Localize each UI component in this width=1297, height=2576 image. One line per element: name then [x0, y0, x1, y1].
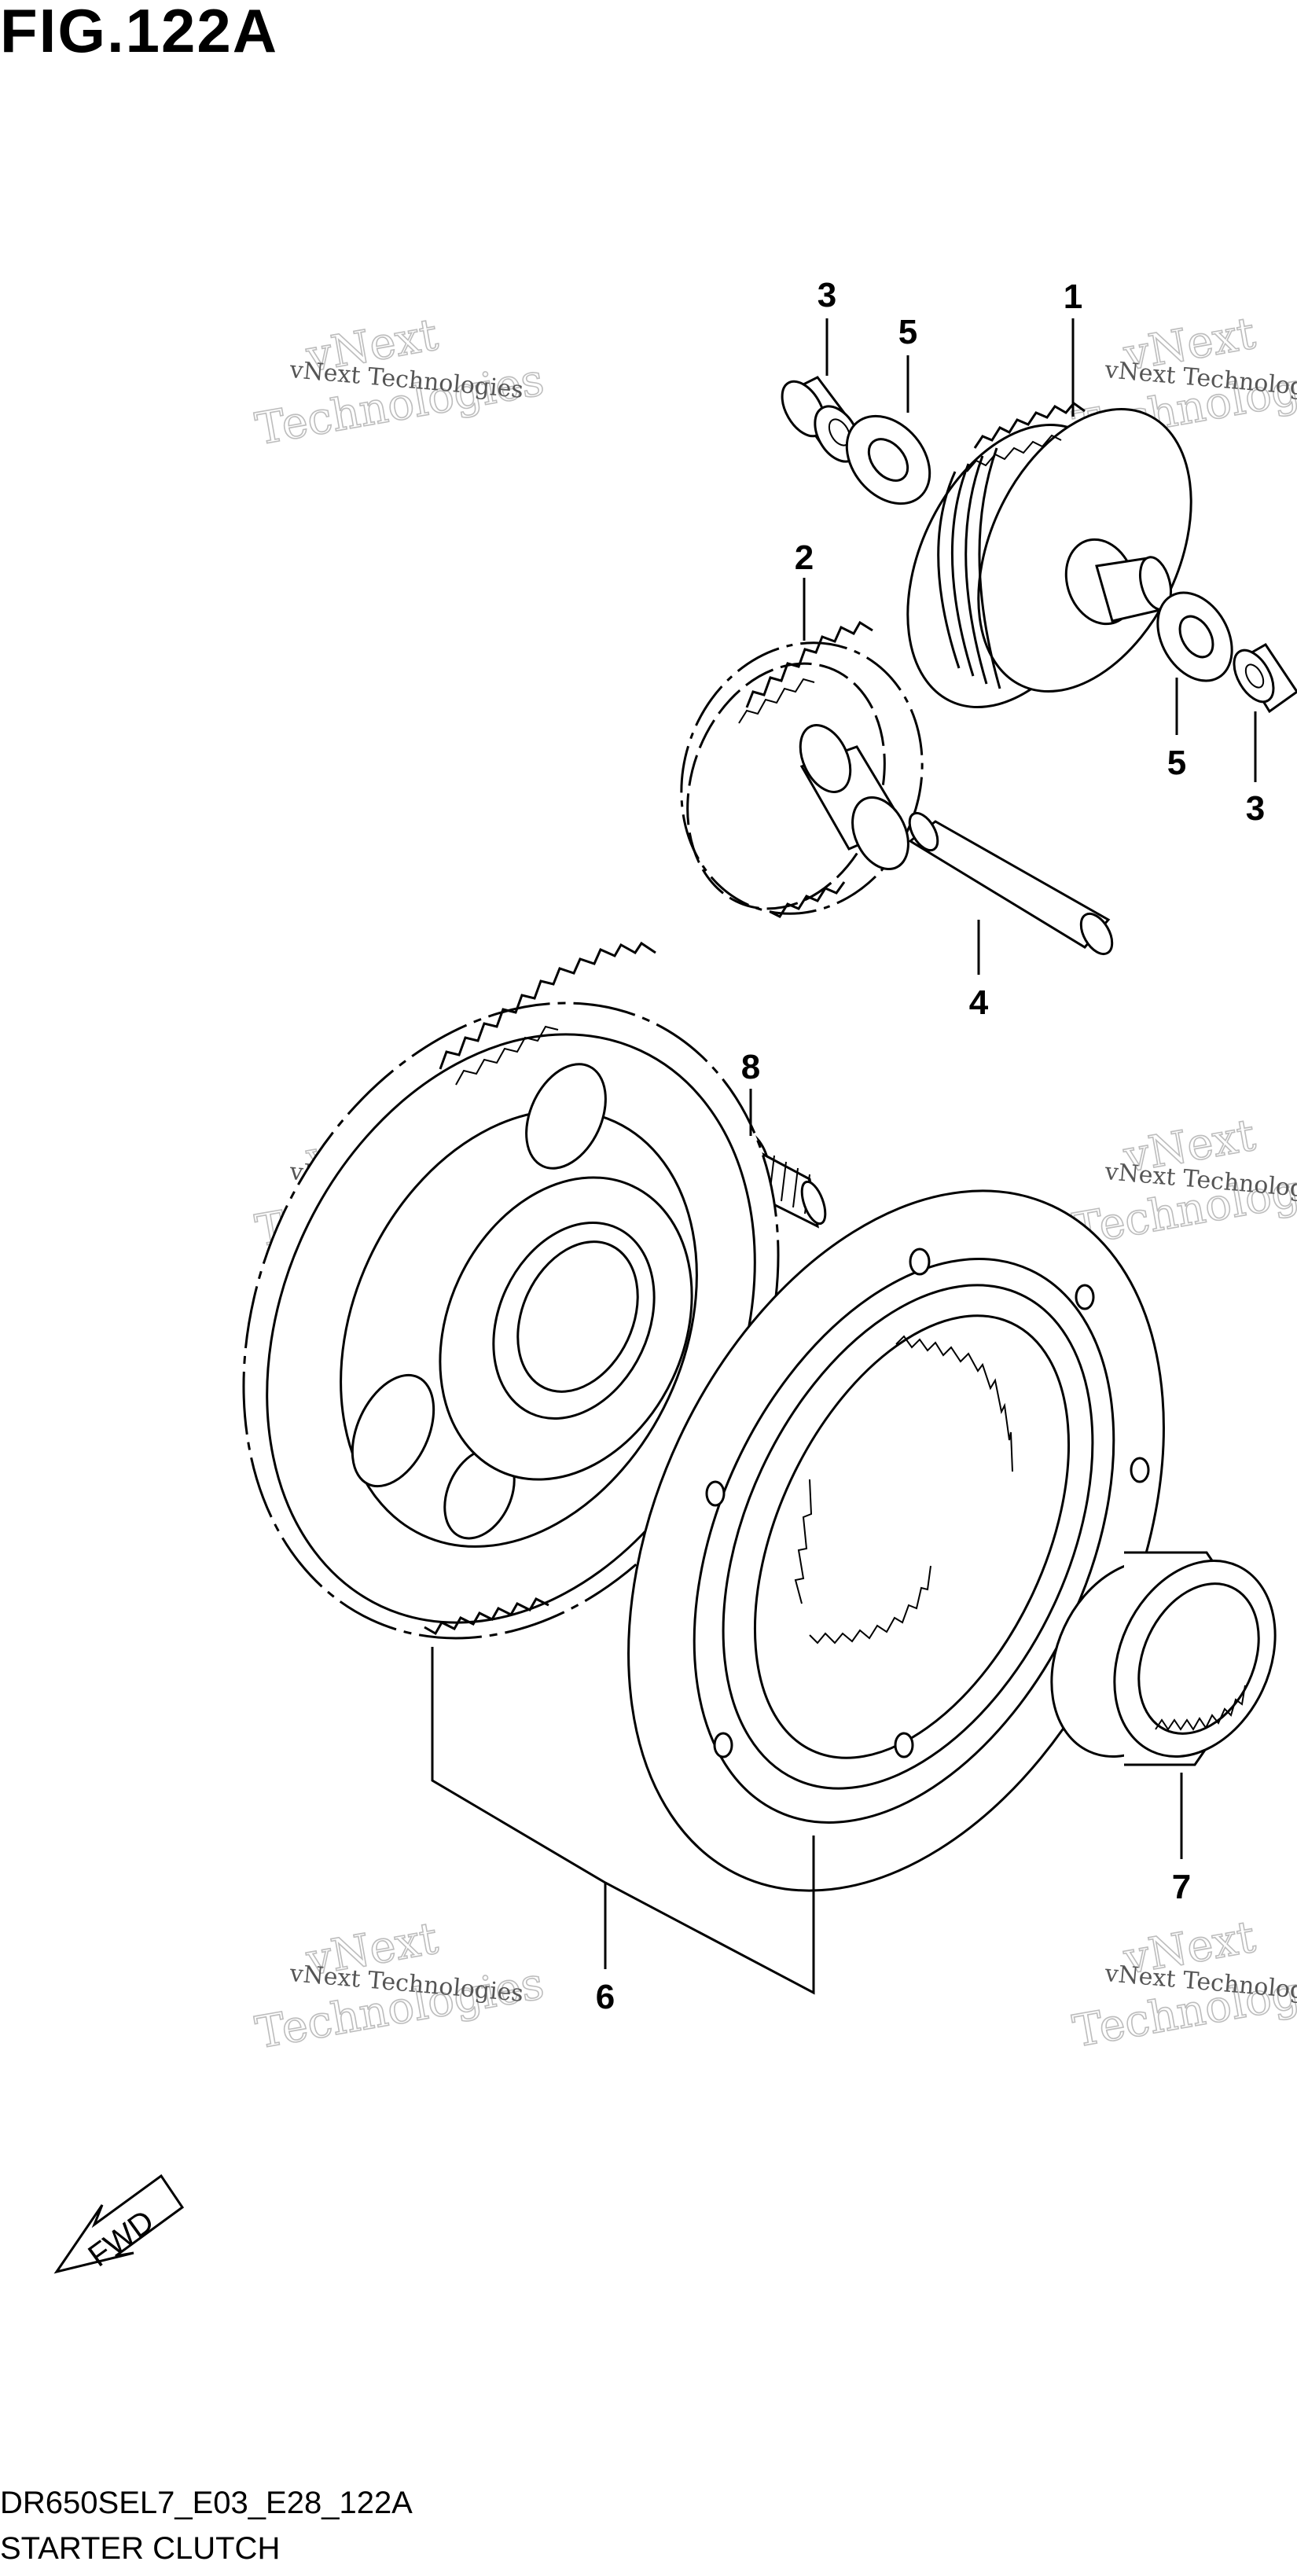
leader-lines [431, 318, 1257, 1995]
callout-1: 1 [1064, 277, 1082, 316]
callout-3b: 3 [1246, 789, 1265, 828]
callout-5b: 5 [1167, 744, 1186, 782]
watermark-top-right: vNext Technologies [1068, 307, 1297, 455]
figure-title: FIG.122A [0, 0, 279, 65]
part-7-bearing [1050, 1551, 1277, 1766]
part-4-shaft [908, 811, 1114, 956]
callout-6: 6 [596, 1978, 615, 2016]
callout-7: 7 [1172, 1868, 1191, 1906]
part-6-starter-clutch-gear [242, 941, 1165, 1892]
callout-2: 2 [795, 538, 814, 577]
callouts: 3 5 1 2 5 3 4 8 6 7 [596, 276, 1265, 2016]
part-2-idle-gear [680, 620, 924, 918]
diagram-name: STARTER CLUTCH [0, 2531, 281, 2566]
callout-4: 4 [969, 983, 989, 1022]
fwd-arrow: FWD [53, 2174, 185, 2274]
part-1-clutch-assembly [906, 401, 1192, 709]
callout-3: 3 [818, 276, 836, 314]
diagram-code: DR650SEL7_E03_E28_122A [0, 2486, 413, 2520]
part-3-bushing-right [1233, 643, 1297, 714]
callout-8: 8 [741, 1048, 760, 1086]
callout-5: 5 [898, 313, 917, 351]
part-5-washer [845, 414, 931, 505]
part-5-washer-right [1156, 591, 1233, 682]
part-3-bushing [781, 376, 861, 463]
fwd-arrow-icon [53, 2174, 185, 2274]
